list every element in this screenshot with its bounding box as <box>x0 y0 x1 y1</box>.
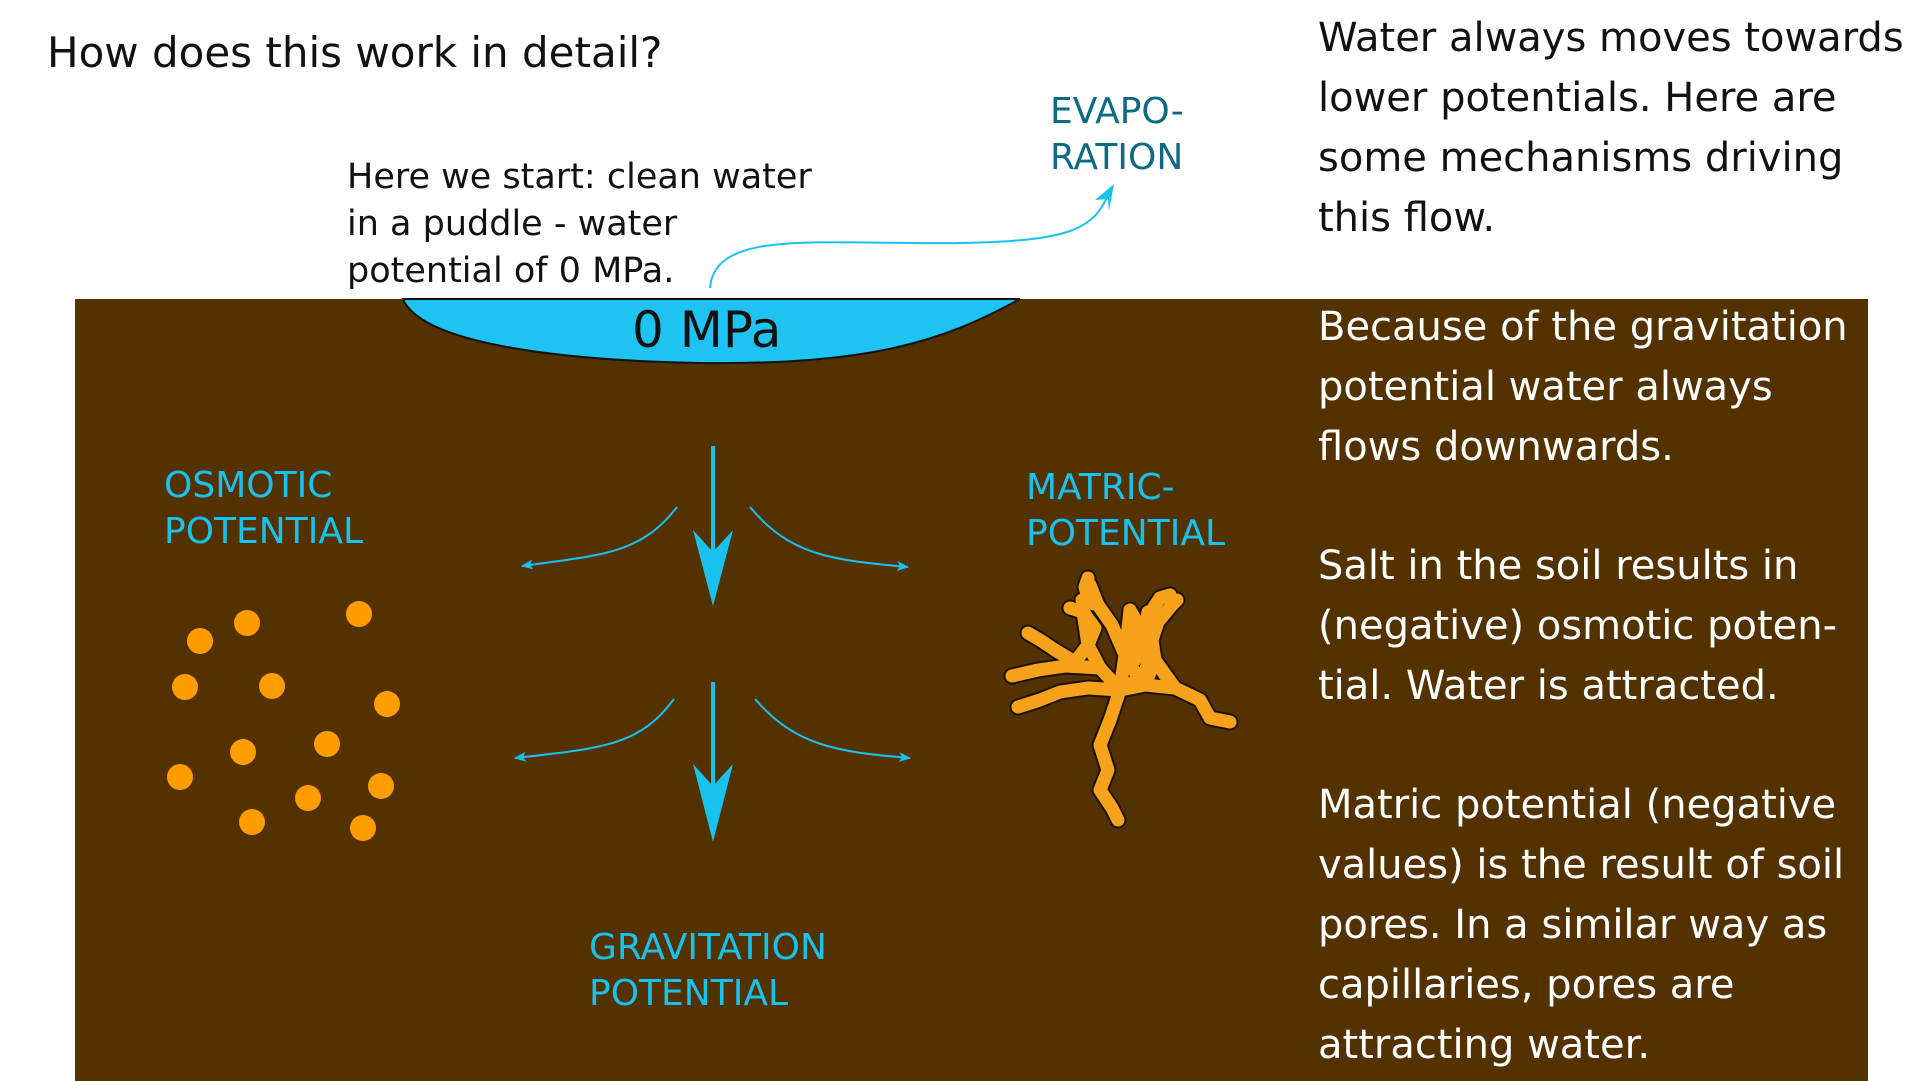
salt-particle <box>239 809 265 835</box>
lower-right-curved-arrow <box>754 698 911 763</box>
salt-particles <box>167 601 400 841</box>
intro-line: Here we start: clean water <box>347 157 812 197</box>
lower-down-arrowhead <box>693 764 733 842</box>
evaporation-line: RATION <box>1050 137 1184 178</box>
matric-label-line: POTENTIAL <box>1026 513 1226 554</box>
explanation-line: capillaries, pores are <box>1318 962 1735 1008</box>
upper-down-arrowhead <box>693 530 733 606</box>
lower-left-curved-arrow <box>514 698 675 762</box>
evaporation-arrowhead <box>1095 184 1114 211</box>
explanation-gravitation: Because of the gravitation potential wat… <box>1318 297 1908 477</box>
salt-particle <box>314 731 340 757</box>
explanation-line: (negative) osmotic poten- <box>1318 603 1838 649</box>
upper-left-curved-arrow <box>521 506 678 570</box>
salt-particle <box>346 601 372 627</box>
salt-particle <box>350 815 376 841</box>
osmotic-potential-label: OSMOTIC POTENTIAL <box>164 463 363 555</box>
explanation-line: flows downwards. <box>1318 424 1674 470</box>
intro-line: in a puddle - water <box>347 204 678 244</box>
puddle-value-label: 0 MPa <box>632 301 782 359</box>
puddle <box>401 298 1021 365</box>
salt-particle <box>374 691 400 717</box>
explanation-line: pores. In a similar way as <box>1318 902 1828 948</box>
evaporation-label: EVAPO- RATION <box>1050 89 1184 181</box>
explanation-line: values) is the result of soil <box>1318 842 1845 888</box>
evaporation-arrow <box>709 189 1111 289</box>
explanation-matric: Matric potential (negative values) is th… <box>1318 775 1908 1075</box>
intro-line: potential of 0 MPa. <box>347 251 675 291</box>
evaporation-line: EVAPO- <box>1050 91 1184 132</box>
upper-right-curved-arrow <box>749 506 909 571</box>
salt-particle <box>368 773 394 799</box>
explanation-line: Because of the gravitation <box>1318 304 1848 350</box>
gravitation-label-line: GRAVITATION <box>589 927 827 968</box>
salt-particle <box>234 610 260 636</box>
explanation-line: potential water always <box>1318 364 1773 410</box>
salt-particle <box>230 739 256 765</box>
slide-title: How does this work in detail? <box>47 28 663 77</box>
explanation-intro: Water always moves towards lower potenti… <box>1318 8 1908 248</box>
explanation-line: tial. Water is attracted. <box>1318 663 1779 709</box>
salt-particle <box>295 785 321 811</box>
explanation-line: Salt in the soil results in <box>1318 543 1799 589</box>
explanation-line: attracting water. <box>1318 1022 1651 1068</box>
explanation-line: Matric potential (negative <box>1318 782 1837 828</box>
osmotic-label-line: OSMOTIC <box>164 465 333 506</box>
salt-particle <box>172 674 198 700</box>
intro-text: Here we start: clean water in a puddle -… <box>347 154 812 295</box>
osmotic-label-line: POTENTIAL <box>164 511 364 552</box>
explanation-line: this flow. <box>1318 195 1496 241</box>
matric-label-line: MATRIC- <box>1026 467 1175 508</box>
explanation-line: some mechanisms driving <box>1318 135 1844 181</box>
explanation-line: Water always moves towards <box>1318 15 1904 61</box>
matric-potential-label: MATRIC- POTENTIAL <box>1026 465 1225 557</box>
salt-particle <box>187 628 213 654</box>
salt-particle <box>259 673 285 699</box>
gravitation-potential-label: GRAVITATION POTENTIAL <box>589 925 827 1017</box>
soil-block <box>75 299 1868 1081</box>
soil-pore-network <box>1003 569 1239 829</box>
gravitation-label-line: POTENTIAL <box>589 973 789 1014</box>
salt-particle <box>167 764 193 790</box>
explanation-line: lower potentials. Here are <box>1318 75 1837 121</box>
explanation-osmotic: Salt in the soil results in (negative) o… <box>1318 536 1908 716</box>
